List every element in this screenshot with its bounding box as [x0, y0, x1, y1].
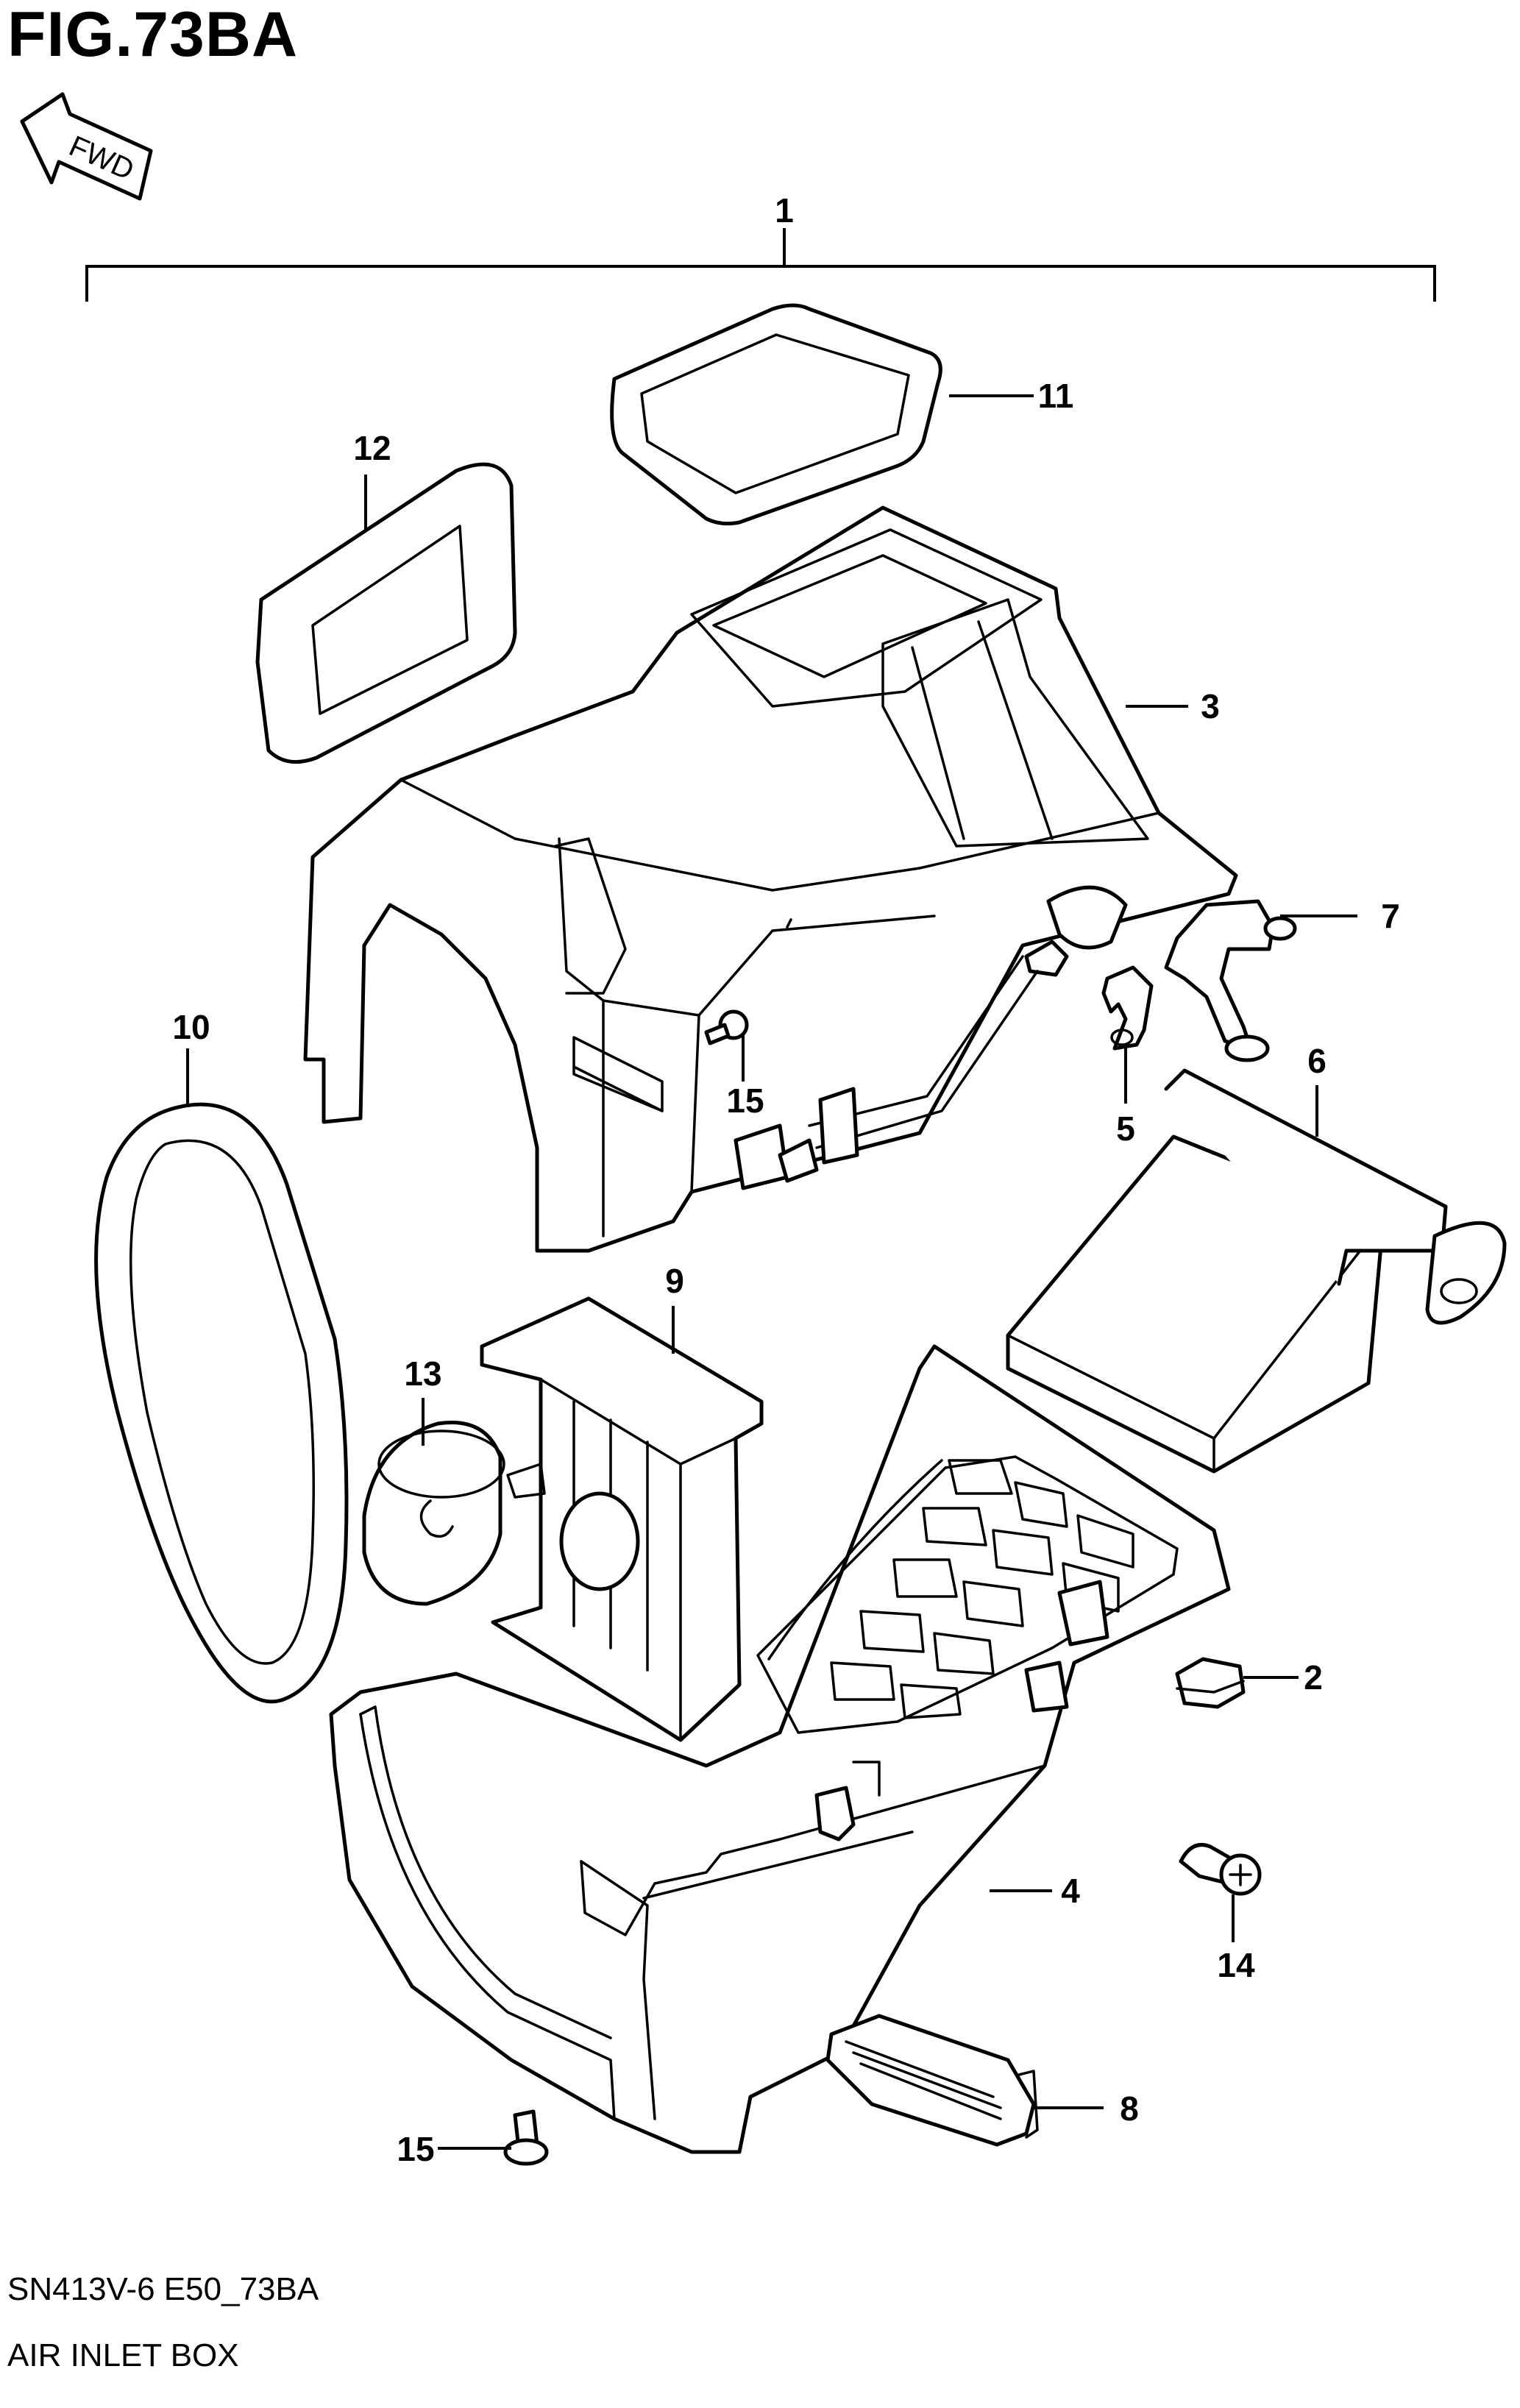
callout-5: 5 — [1116, 1109, 1135, 1148]
assembly-bracket — [85, 228, 1436, 302]
part-11-gasket — [610, 303, 942, 526]
part-12-seal — [255, 462, 517, 764]
part-15-screw-lower — [503, 2109, 549, 2166]
callout-10: 10 — [172, 1008, 210, 1046]
part-5-clip — [1101, 965, 1154, 1051]
filter-grid — [830, 1459, 1134, 1719]
callout-6: 6 — [1307, 1042, 1327, 1080]
figure-code: SN413V-6 E50_73BA — [7, 2271, 319, 2307]
part-2-clip — [1175, 1657, 1246, 1709]
part-6-door-flap — [1006, 1068, 1507, 1474]
callout-3: 3 — [1201, 687, 1220, 725]
part-9-filter-frame — [480, 1296, 764, 1742]
callout-13: 13 — [404, 1354, 441, 1393]
part-10-large-seal — [94, 1102, 349, 1704]
part-14-screw — [1179, 1843, 1262, 1896]
part-3-upper-housing — [303, 505, 1238, 1253]
callout-2: 2 — [1304, 1658, 1323, 1697]
callout-1: 1 — [775, 191, 794, 230]
fwd-arrow-icon: FWD — [20, 92, 153, 201]
part-13-filter-disc — [362, 1421, 505, 1606]
callout-15-upper: 15 — [726, 1082, 764, 1120]
callout-8: 8 — [1120, 2089, 1139, 2128]
part-8-rail — [825, 2014, 1039, 2147]
callout-15-lower: 15 — [397, 2130, 434, 2168]
part-4-lower-housing — [329, 1344, 1231, 2154]
callout-12: 12 — [353, 429, 391, 467]
figure-caption: AIR INLET BOX — [7, 2337, 239, 2373]
callout-14: 14 — [1217, 1946, 1255, 1984]
callout-11: 11 — [1038, 377, 1074, 415]
callout-4: 4 — [1061, 1872, 1080, 1910]
callout-9: 9 — [665, 1262, 684, 1300]
leader-lines — [186, 394, 1357, 2150]
figure-title: FIG.73BA — [7, 0, 299, 70]
callout-7: 7 — [1381, 897, 1400, 935]
part-7-lever — [1164, 899, 1297, 1062]
part-15-screw-upper — [704, 1009, 749, 1045]
